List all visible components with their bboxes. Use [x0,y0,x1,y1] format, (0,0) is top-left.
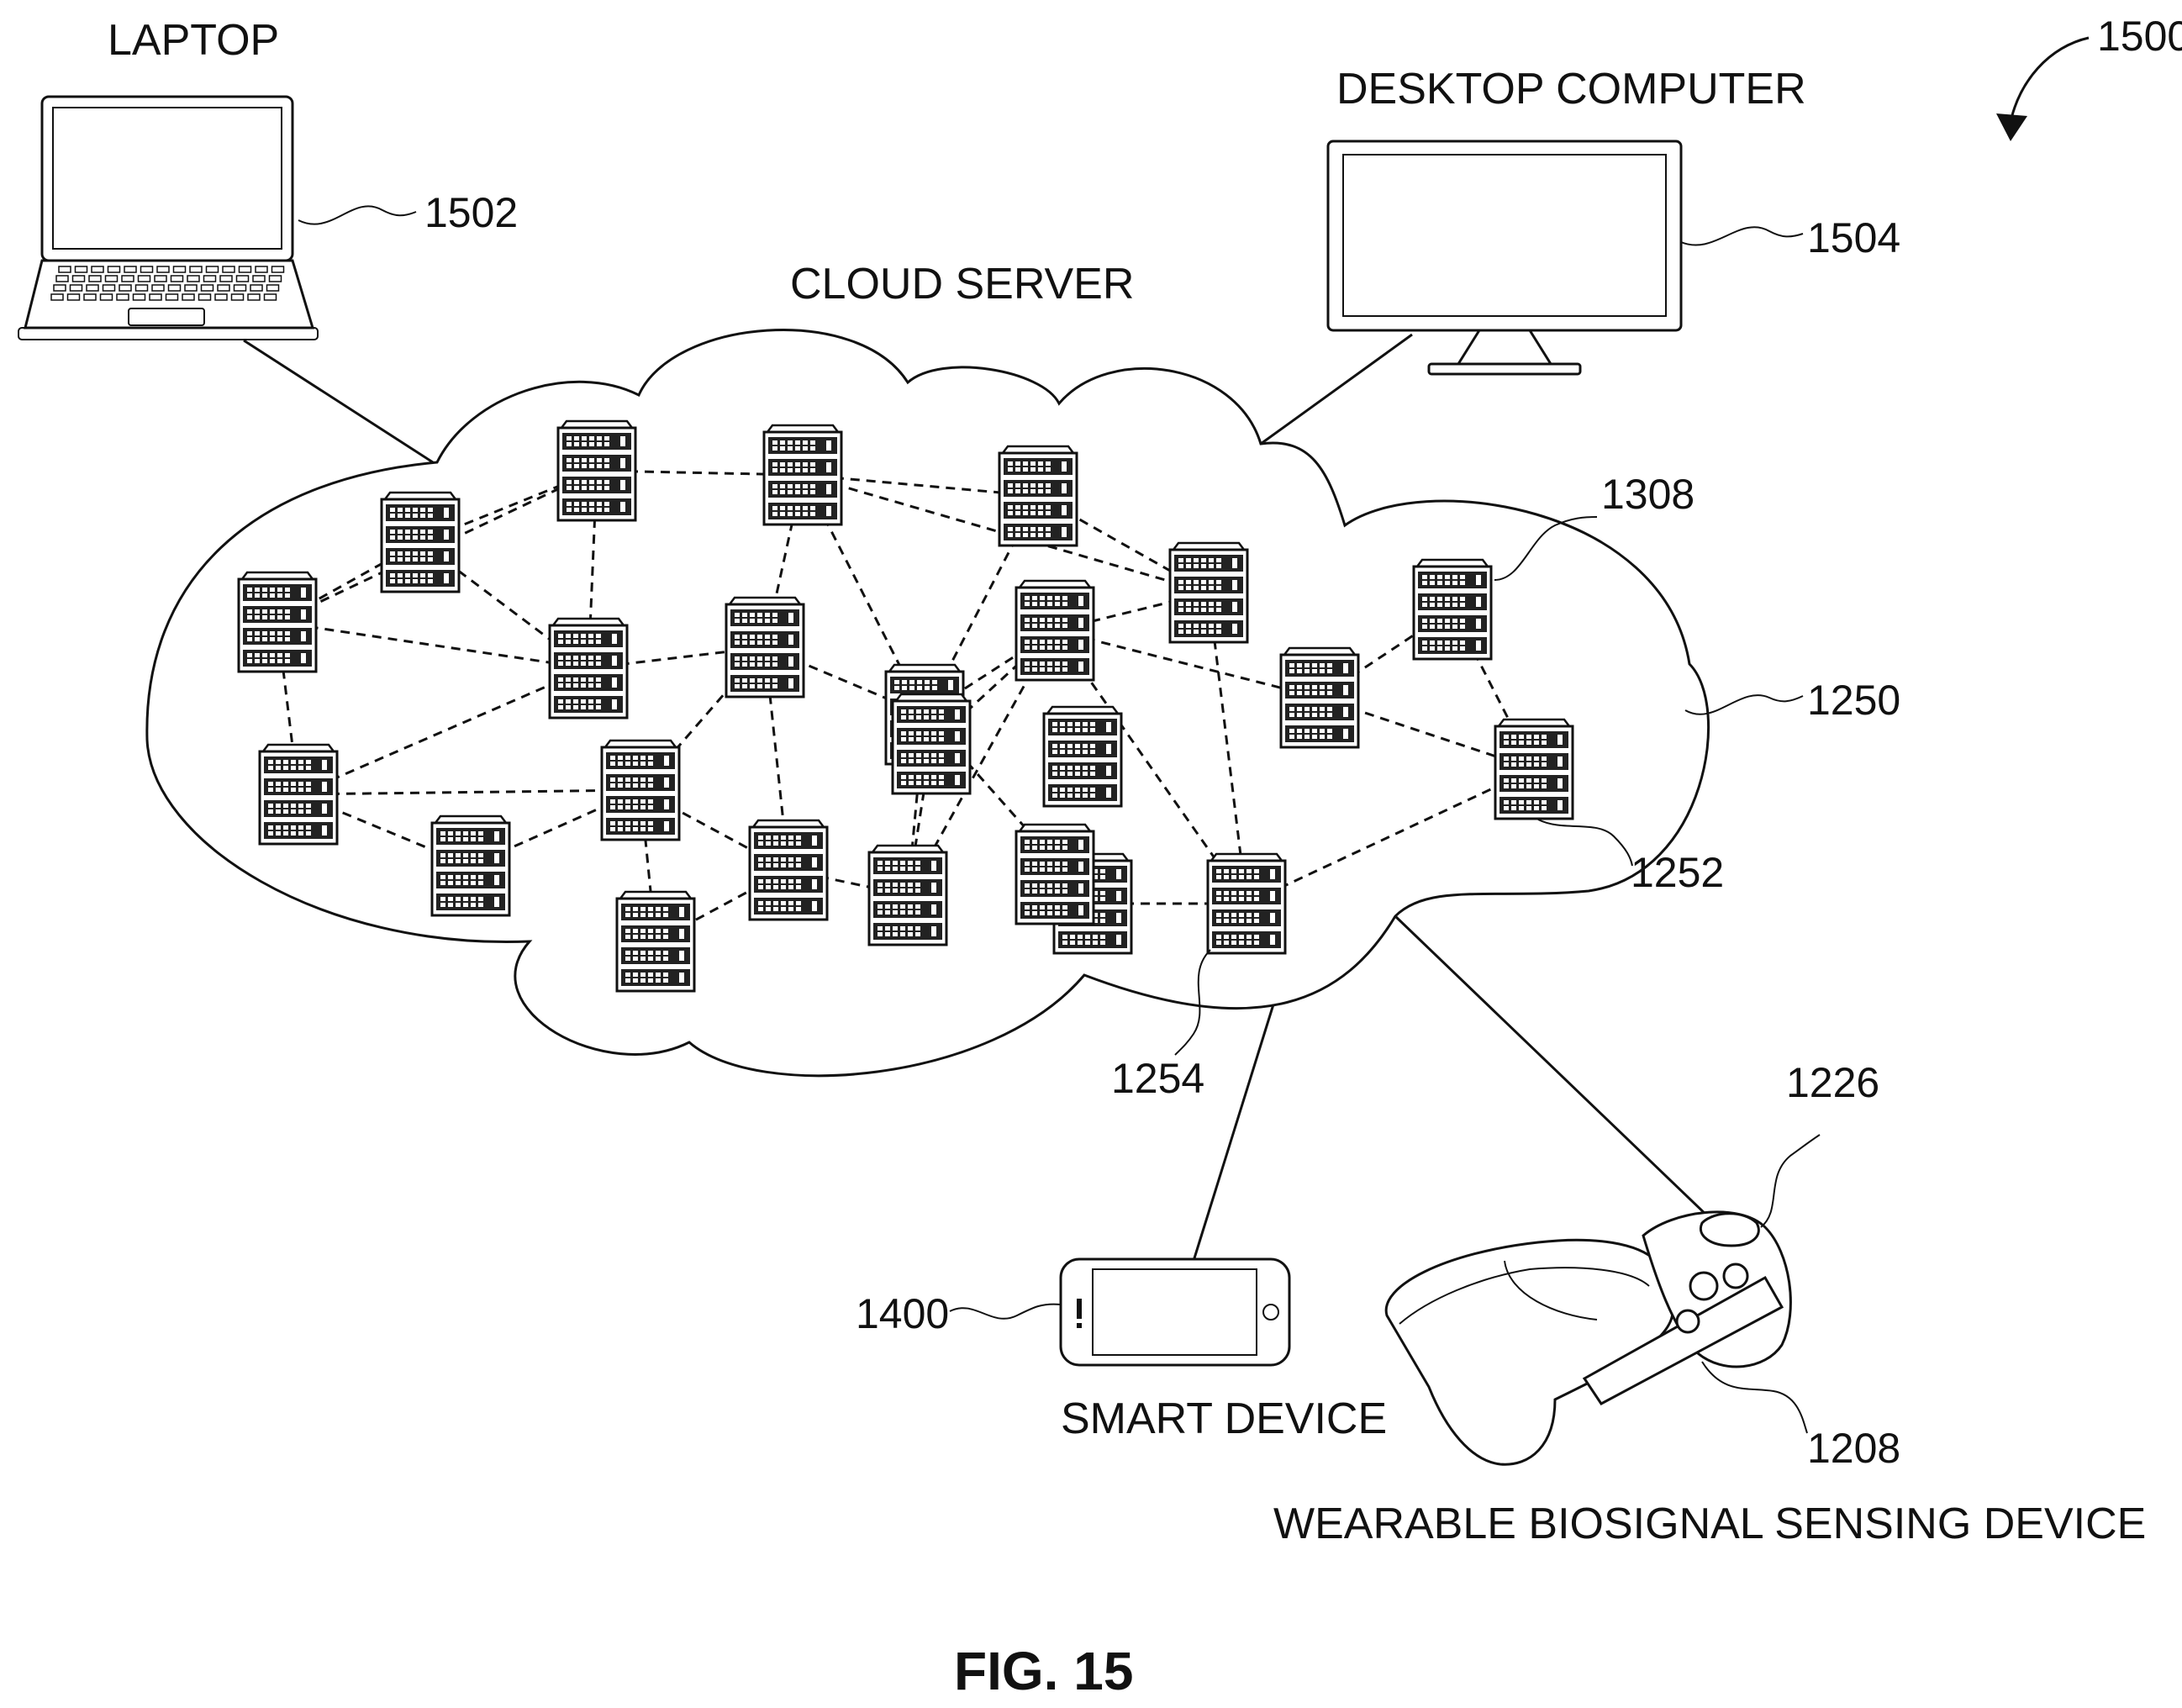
server-rack-icon [764,425,841,525]
node-1254-ref: 1254 [1111,1055,1204,1102]
cloud-leader [1685,695,1803,714]
server-rack-icon [1170,543,1247,642]
laptop-icon [18,97,318,340]
smart-device-label: SMART DEVICE [1061,1394,1387,1443]
server-rack-icon [1495,720,1573,819]
desktop-ref: 1504 [1807,214,1900,261]
desktop-cloud-link [1261,335,1412,444]
mesh-link [1246,769,1534,904]
node-1308-leader [1494,517,1597,580]
node-1252-leader [1538,820,1632,866]
server-rack-icon [1414,560,1491,659]
server-rack-icon [239,572,316,672]
laptop-ref: 1502 [424,189,518,236]
mesh-link [298,790,640,794]
server-rack-icon [1016,581,1094,680]
server-rack-icon [726,598,804,697]
server-rack-icon [1044,707,1121,806]
smart-device-leader [950,1305,1061,1319]
smart-device-ref: 1400 [856,1290,949,1337]
server-rack-icon [999,446,1077,546]
cloud-ref: 1250 [1807,677,1900,724]
server-rack-icon [1208,854,1285,953]
wearable-sensor-leader [1761,1135,1820,1227]
server-rack-icon [750,820,827,920]
server-rack-icon [558,421,635,520]
server-rack-icon [432,816,509,915]
server-rack-icon [893,694,970,793]
server-rack-icon [1281,648,1358,747]
server-rack-icon [382,493,459,592]
laptop-leader [298,206,416,224]
server-rack-icon [617,892,694,991]
wearable-sensor-ref: 1226 [1786,1059,1879,1106]
mesh-link [277,622,588,668]
wearable-headset-icon [1386,1212,1790,1464]
server-rack-icon [550,619,627,718]
mesh-link [298,668,588,794]
wearable-strap-leader [1702,1362,1807,1433]
laptop-label: LAPTOP [108,16,279,65]
figure-caption: FIG. 15 [954,1641,1133,1701]
server-rack-icon [260,745,337,844]
smart-device-cloud-link [1194,1004,1273,1261]
system-pointer-arrowhead [1996,113,2027,141]
wearable-strap-ref: 1208 [1807,1425,1900,1472]
laptop-cloud-link [244,340,433,462]
smart-device-icon [1061,1259,1289,1365]
node-1308-ref: 1308 [1601,471,1694,518]
cloud-server-label: CLOUD SERVER [790,260,1134,308]
wearable-label: WEARABLE BIOSIGNAL SENSING DEVICE [1273,1500,2146,1548]
desktop-label: DESKTOP COMPUTER [1336,65,1806,113]
server-rack-icon [869,846,946,945]
system-ref: 1500 [2097,13,2182,60]
desktop-computer-icon [1328,141,1681,374]
node-1252-ref: 1252 [1631,849,1724,896]
server-racks [239,421,1573,991]
desktop-leader [1681,227,1803,245]
wearable-cloud-link [1395,916,1710,1219]
server-rack-icon [602,741,679,840]
server-rack-icon [1016,825,1094,924]
